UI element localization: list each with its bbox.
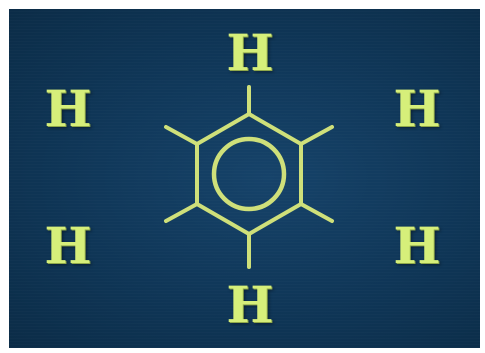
bond-lower-left	[164, 202, 199, 223]
bond-lower-right	[299, 202, 334, 223]
aromatic-circle	[211, 136, 287, 212]
hydrogen-bottom: H	[226, 275, 274, 334]
hydrogen-lower-right: H	[393, 216, 441, 275]
hydrogen-lower-left: H	[44, 216, 92, 275]
hydrogen-top: H	[226, 23, 274, 82]
slide-background: H H H H H H	[9, 9, 480, 348]
bond-upper-left	[164, 125, 199, 146]
hydrogen-upper-left: H	[44, 79, 92, 138]
hydrogen-upper-right: H	[393, 79, 441, 138]
benzene-structure	[164, 85, 334, 269]
bond-upper-right	[299, 125, 334, 146]
